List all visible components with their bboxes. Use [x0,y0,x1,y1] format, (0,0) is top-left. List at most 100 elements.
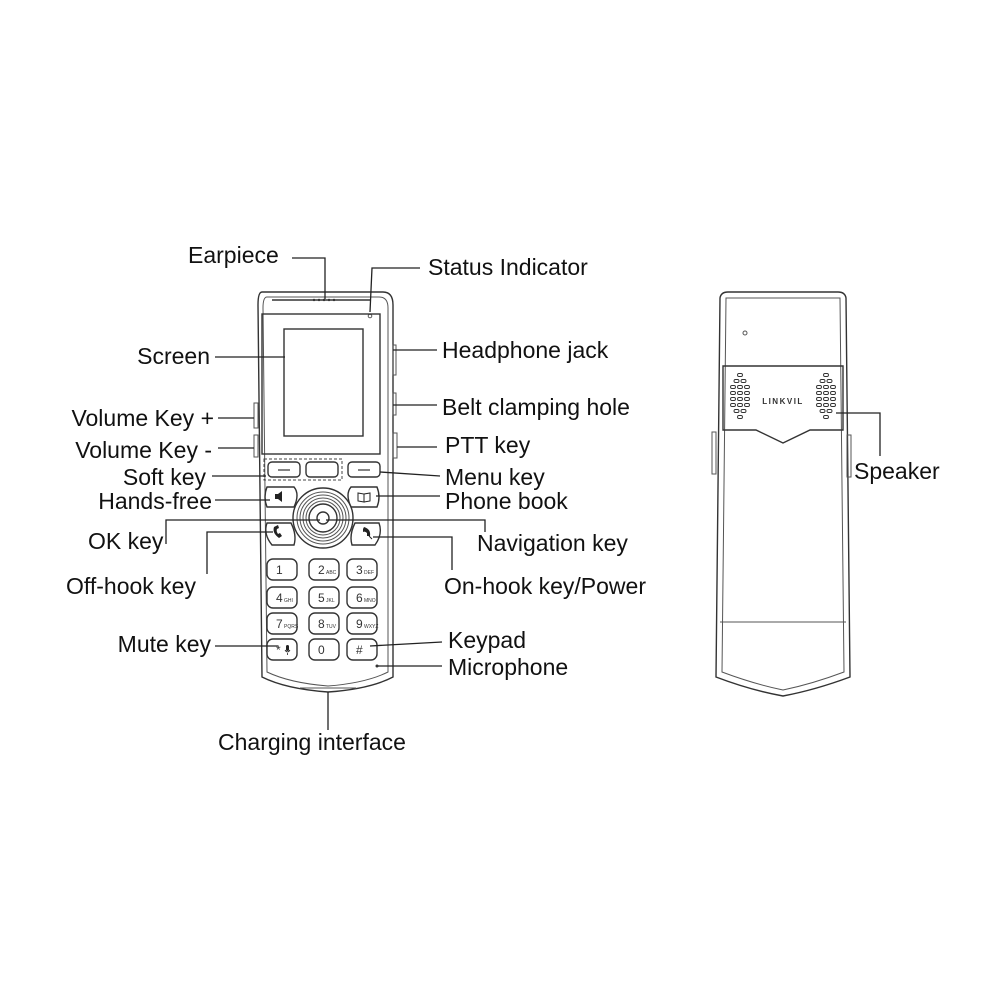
speaker-panel [722,365,844,444]
speaker-grill-slot [730,397,736,401]
leader-navigation-key [326,519,486,532]
phone-back-view: LINKVIL [711,291,852,697]
back-left-side-key [711,431,717,475]
ptt-side-key[interactable] [392,432,398,459]
keypad-key-outline [346,638,378,661]
earpiece-holes [312,298,336,302]
phone-front-body [257,291,394,693]
label-soft-key: Soft key [122,464,206,490]
label-off-hook-key: Off-hook key [66,573,196,599]
speaker-grill-slot [830,397,836,401]
keypad-key-digit: 7 [276,617,283,631]
speaker-grill-slot [740,379,747,383]
speaker-grill-left [730,373,750,419]
speaker-grill-slot [733,409,740,413]
label-keypad: Keypad [448,627,527,653]
keypad-key-0[interactable]: 0 [308,638,340,661]
speaker-grill-slot [826,379,833,383]
phone-book-key[interactable] [347,486,380,508]
label-belt-clamping-hole: Belt clamping hole [442,394,630,420]
phone-back-body [715,291,851,697]
soft-key-right[interactable] [305,461,339,478]
keypad-key-outline [346,612,378,635]
label-earpiece: Earpiece [188,242,279,268]
hands-free-key[interactable] [264,486,298,508]
menu-key[interactable] [347,461,381,478]
keypad-key-digit: 0 [318,643,325,657]
leader-menu-key [379,471,441,477]
keypad-key-digit: 2 [318,563,325,577]
ok-key[interactable] [316,511,330,525]
keypad-key-digit: 5 [318,591,325,605]
speaker-grill-slot [823,385,829,389]
speaker-grill-slot [830,391,836,395]
speaker-grill-slot [830,403,836,407]
keypad-key-outline [266,586,298,609]
speaker-grill-slot [737,415,743,419]
soft-key-group [263,458,343,481]
phone-front-inner-bezel [262,296,389,687]
keypad-key-outline [308,558,340,581]
label-hands-free: Hands-free [98,488,212,514]
leader-lines [165,257,881,730]
belt-clamping-hole [392,392,397,416]
speaker-grill-slot [744,397,750,401]
off-hook-key[interactable] [265,522,296,546]
keypad-key-outline [308,638,340,661]
keypad-key-digit: 6 [356,591,363,605]
keypad-key-hash[interactable]: # [346,638,378,661]
navigation-key[interactable] [292,487,354,549]
keypad-key-star[interactable]: * [266,638,298,661]
keypad-key-digit: 1 [276,563,283,577]
speaker-grill-slot [737,391,743,395]
speaker-grill-slot [823,415,829,419]
leader-on-hook [373,536,453,570]
leader-keypad [369,641,443,647]
speaker-grill-slot [744,403,750,407]
leader-off-hook [206,531,273,574]
keypad-key-outline [266,638,298,661]
speaker-grill-slot [816,397,822,401]
speaker-grill-slot [816,391,822,395]
label-volume-up: Volume Key + [71,405,214,431]
speaker-grill-slot [819,409,826,413]
speaker-grill-slot [730,385,736,389]
soft-key-left[interactable] [267,461,301,478]
volume-up-key[interactable] [253,402,259,429]
back-camera-hole [742,330,748,336]
microphone-hole [375,664,379,668]
label-ok-key: OK key [88,528,164,554]
speaker-grill-slot [816,385,822,389]
leader-ok-key [165,519,320,544]
brand-logo: LINKVIL [762,397,804,406]
keypad-key-digit: 9 [356,617,363,631]
label-ptt-key: PTT key [445,432,531,458]
keypad-key-letters: MNO [364,598,376,604]
speaker-grill-right [816,373,836,419]
phone-hangup-icon [363,527,373,540]
label-mute-key: Mute key [117,631,211,657]
volume-down-key[interactable] [253,434,259,458]
label-screen: Screen [137,343,210,369]
speaker-grill-slot [826,409,833,413]
keypad-key-letters: PQRS [284,624,299,630]
label-on-hook-power: On-hook key/Power [444,573,646,599]
on-hook-power-key[interactable] [350,522,382,546]
speaker-grill-slot [823,397,829,401]
speaker-grill-slot [816,403,822,407]
screen-display [283,328,364,437]
headphone-jack-port [392,344,397,376]
keypad-key-1[interactable]: 1 [266,558,298,581]
label-menu-key: Menu key [445,464,545,490]
speaker-grill-slot [830,385,836,389]
